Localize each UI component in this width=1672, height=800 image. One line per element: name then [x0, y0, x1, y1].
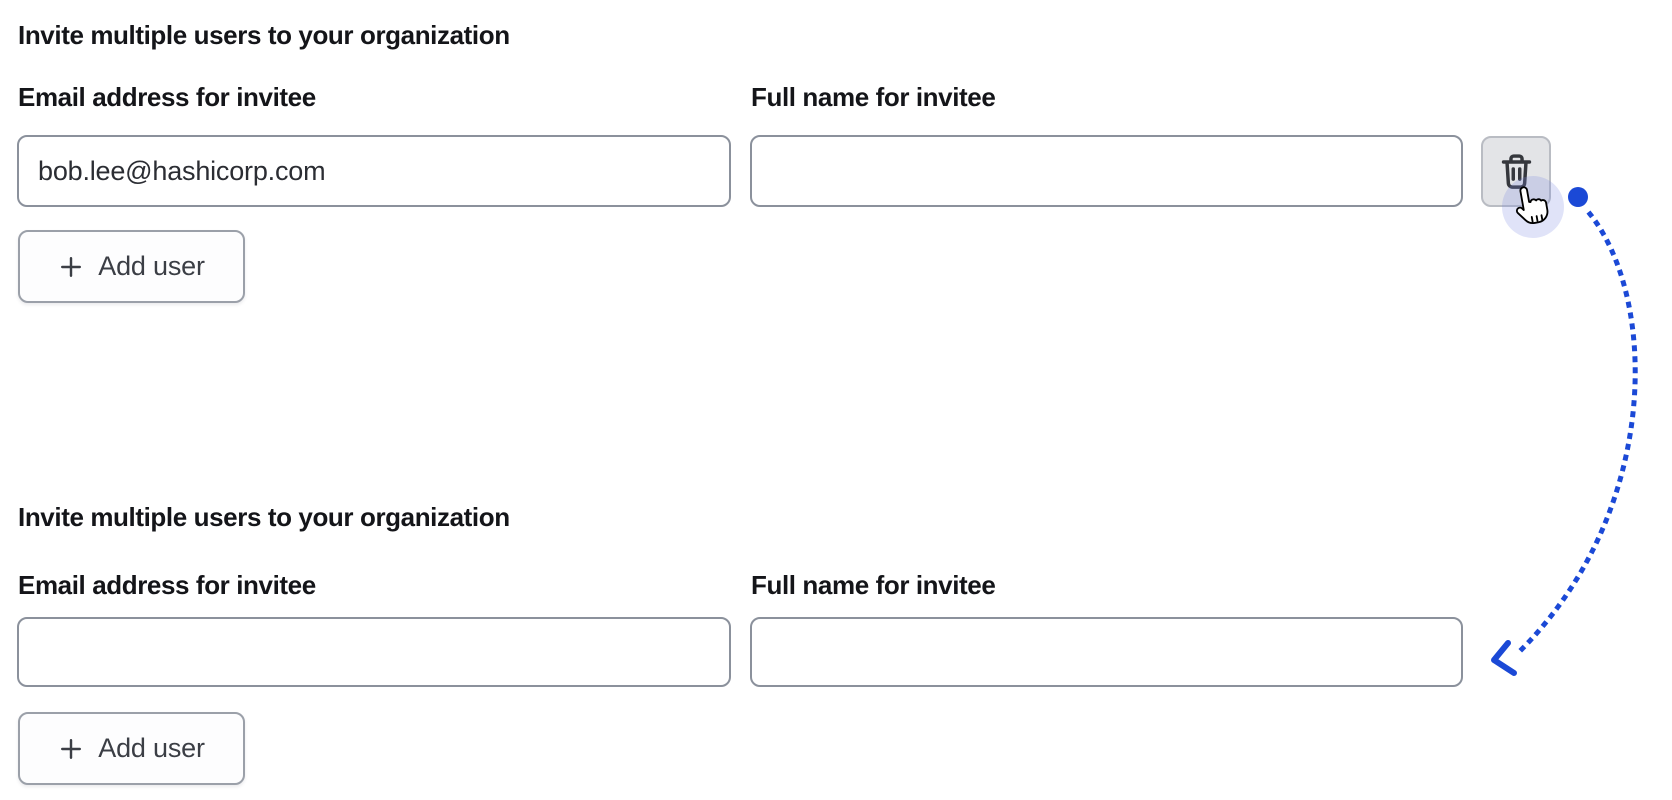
name-label-1: Full name for invitee: [751, 82, 996, 112]
name-input-2[interactable]: [750, 617, 1463, 687]
add-user-label-1: Add user: [98, 251, 205, 281]
add-user-button-2[interactable]: Add user: [18, 712, 245, 785]
delete-row-button[interactable]: [1481, 136, 1551, 207]
arrow-dotted-path: [1517, 210, 1638, 654]
email-input-1[interactable]: [17, 135, 731, 207]
plus-icon: [58, 736, 84, 762]
section-heading-2: Invite multiple users to your organizati…: [18, 502, 510, 532]
arrow-head: [1491, 640, 1517, 676]
trash-icon: [1498, 153, 1535, 190]
section-heading-1: Invite multiple users to your organizati…: [18, 20, 510, 50]
email-label-1: Email address for invitee: [18, 82, 316, 112]
name-label-2: Full name for invitee: [751, 570, 996, 600]
plus-icon: [58, 254, 84, 280]
add-user-button-1[interactable]: Add user: [18, 230, 245, 303]
add-user-label-2: Add user: [98, 733, 205, 763]
arrow-start-dot: [1568, 187, 1588, 207]
name-input-1[interactable]: [750, 135, 1463, 207]
email-input-2[interactable]: [17, 617, 731, 687]
email-label-2: Email address for invitee: [18, 570, 316, 600]
